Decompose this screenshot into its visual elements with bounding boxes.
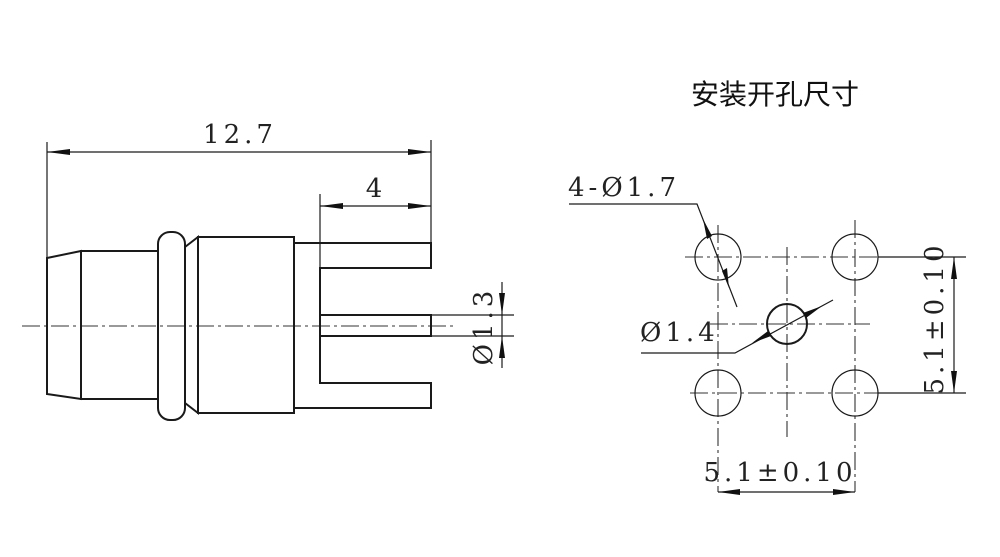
flange	[157, 231, 186, 421]
center-pin	[319, 314, 432, 337]
outer-hole-label: 4-Ø1.7	[568, 173, 680, 203]
drawing-title: 安装开孔尺寸	[691, 78, 859, 111]
hole-pattern: 4-Ø1.7 Ø1.4 5.1±0.10 5.1±0.10	[568, 173, 966, 495]
center-hole	[766, 303, 808, 345]
front-taper	[46, 249, 82, 401]
pin-length-label: 4	[366, 174, 387, 204]
connector-side-view: 12.7 4 Ø1.3	[22, 120, 514, 421]
neck-chamfer	[184, 234, 199, 416]
main-body	[197, 236, 295, 414]
mount-hole	[694, 233, 742, 281]
overall-length-label: 12.7	[203, 120, 277, 150]
center-hole-label: Ø1.4	[640, 318, 719, 348]
pin-diameter-label: Ø1.3	[469, 287, 499, 366]
mount-hole	[694, 369, 742, 417]
vertical-spacing-label: 5.1±0.10	[920, 241, 950, 394]
horizontal-spacing-label: 5.1±0.10	[703, 458, 856, 488]
front-body	[80, 250, 159, 400]
